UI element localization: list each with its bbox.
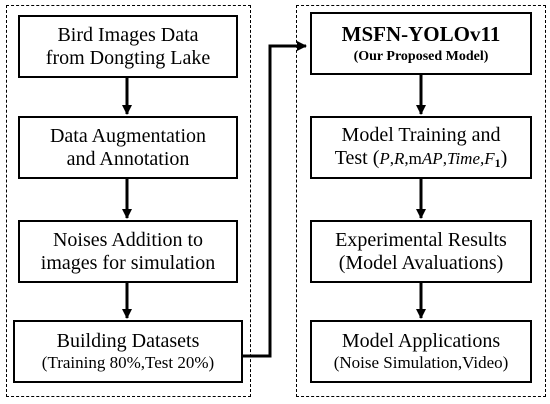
metric-sep3: ,: [442, 149, 447, 169]
model-applications-line1: Model Applications: [341, 330, 501, 353]
model-training-line1: Model Training and: [341, 124, 501, 147]
arrow-connector: [243, 41, 307, 358]
data-augmentation-box: Data Augmentation and Annotation: [18, 116, 238, 179]
metric-sep1: ,: [389, 149, 395, 169]
experimental-results-box: Experimental Results (Model Avaluations): [310, 220, 532, 283]
bird-images-data-line1: Bird Images Data: [57, 23, 199, 46]
building-datasets-box: Building Datasets (Training 80%,Test 20%…: [13, 320, 243, 383]
msfn-yolov11-box: MSFN-YOLOv11 (Our Proposed Model): [310, 12, 532, 75]
data-augmentation-line1: Data Augmentation: [49, 124, 207, 147]
test-prefix: Test (: [334, 147, 380, 170]
experimental-results-line2: (Model Avaluations): [338, 251, 504, 274]
metric-r: R: [394, 149, 405, 169]
metric-f: F: [484, 149, 495, 169]
noises-addition-box: Noises Addition to images for simulation: [18, 220, 238, 283]
model-name: MSFN-YOLOv11: [341, 21, 501, 46]
model-training-line2: Test (P,R,mAP,Time,F1): [335, 147, 508, 171]
metric-time: Time,: [446, 149, 485, 169]
bird-images-data-line2: from Dongting Lake: [45, 46, 211, 69]
metric-p: P: [379, 149, 390, 169]
noises-addition-line1: Noises Addition to: [52, 228, 203, 251]
metric-ap: AP: [421, 149, 443, 169]
building-datasets-line2: (Training 80%,Test 20%): [41, 353, 215, 373]
noises-addition-line2: images for simulation: [40, 251, 216, 274]
model-training-box: Model Training and Test (P,R,mAP,Time,F1…: [310, 116, 532, 179]
model-subtitle: (Our Proposed Model): [353, 49, 489, 65]
bird-images-data-box: Bird Images Data from Dongting Lake: [18, 15, 238, 78]
building-datasets-line1: Building Datasets: [56, 330, 200, 353]
metric-f-subscript: 1: [494, 156, 501, 171]
metric-sep2: ,m: [404, 149, 422, 169]
right-panel: [296, 5, 546, 397]
data-augmentation-line2: and Annotation: [66, 147, 190, 170]
left-panel: [6, 5, 251, 397]
experimental-results-line1: Experimental Results: [335, 228, 507, 251]
model-applications-box: Model Applications (Noise Simulation,Vid…: [310, 320, 532, 383]
test-suffix: ): [500, 147, 508, 170]
model-applications-line2: (Noise Simulation,Video): [333, 353, 509, 373]
